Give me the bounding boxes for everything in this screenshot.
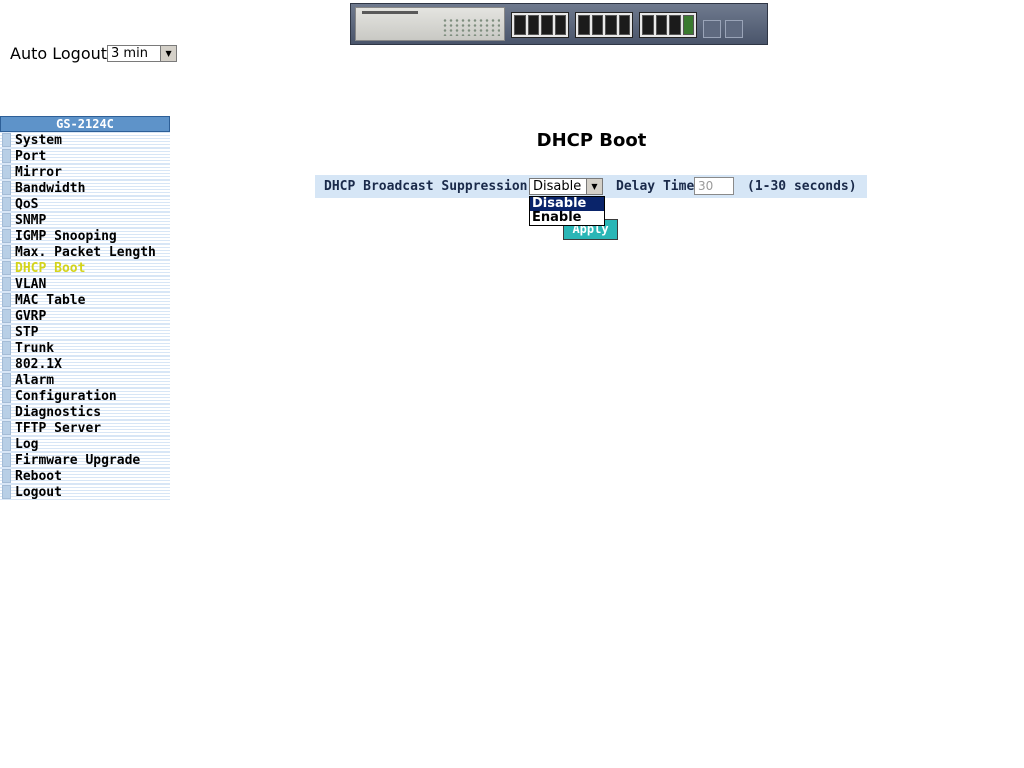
menu-bullet-icon bbox=[2, 469, 11, 483]
sidebar-item[interactable]: Firmware Upgrade bbox=[0, 452, 170, 468]
sidebar-item-label: Alarm bbox=[15, 372, 55, 388]
port-group-1 bbox=[511, 12, 569, 38]
menu-bullet-icon bbox=[2, 293, 11, 307]
sidebar-item-label: SNMP bbox=[15, 212, 47, 228]
menu-bullet-icon bbox=[2, 357, 11, 371]
sidebar-item-label: Log bbox=[15, 436, 39, 452]
switch-model-label-graphic bbox=[362, 11, 418, 14]
menu-bullet-icon bbox=[2, 485, 11, 499]
suppression-dropdown-list: Disable Enable bbox=[529, 196, 605, 226]
sidebar-title: GS-2124C bbox=[0, 116, 170, 132]
sidebar-item[interactable]: Port bbox=[0, 148, 170, 164]
sidebar-item[interactable]: DHCP Boot bbox=[0, 260, 170, 276]
sidebar-item-label: Configuration bbox=[15, 388, 117, 404]
switch-front-panel-image bbox=[350, 3, 768, 45]
sidebar-item-label: IGMP Snooping bbox=[15, 228, 117, 244]
delay-time-hint: (1-30 seconds) bbox=[747, 179, 857, 194]
sidebar-item-label: MAC Table bbox=[15, 292, 86, 308]
sidebar-item-label: STP bbox=[15, 324, 39, 340]
chevron-down-icon: ▼ bbox=[160, 46, 177, 61]
menu-bullet-icon bbox=[2, 229, 11, 243]
sidebar-item[interactable]: Bandwidth bbox=[0, 180, 170, 196]
sidebar-item[interactable]: Configuration bbox=[0, 388, 170, 404]
sidebar-item[interactable]: Mirror bbox=[0, 164, 170, 180]
sfp-port-1 bbox=[703, 20, 721, 38]
sidebar-item-label: Reboot bbox=[15, 468, 62, 484]
page-title: DHCP Boot bbox=[536, 130, 647, 151]
menu-bullet-icon bbox=[2, 197, 11, 211]
dhcp-settings-row: DHCP Broadcast Suppression Disable ▼ Del… bbox=[315, 175, 867, 198]
sidebar-item[interactable]: IGMP Snooping bbox=[0, 228, 170, 244]
sidebar-item[interactable]: Diagnostics bbox=[0, 404, 170, 420]
delay-time-label: Delay Time bbox=[616, 179, 695, 194]
menu-bullet-icon bbox=[2, 421, 11, 435]
sidebar-item-label: Trunk bbox=[15, 340, 55, 356]
sidebar-item-label: Mirror bbox=[15, 164, 62, 180]
port-group-2 bbox=[575, 12, 633, 38]
suppression-select[interactable]: Disable ▼ bbox=[529, 178, 603, 195]
sidebar-item-label: System bbox=[15, 132, 62, 148]
sidebar-item[interactable]: Reboot bbox=[0, 468, 170, 484]
menu-bullet-icon bbox=[2, 261, 11, 275]
sidebar-item-label: QoS bbox=[15, 196, 39, 212]
sidebar-item-label: VLAN bbox=[15, 276, 47, 292]
chevron-down-icon: ▼ bbox=[586, 179, 602, 194]
sidebar-item-label: Logout bbox=[15, 484, 62, 500]
menu-bullet-icon bbox=[2, 373, 11, 387]
suppression-value: Disable bbox=[533, 179, 582, 194]
dropdown-option-disable[interactable]: Disable bbox=[530, 197, 604, 211]
suppression-label: DHCP Broadcast Suppression bbox=[324, 179, 528, 194]
menu-bullet-icon bbox=[2, 325, 11, 339]
auto-logout-label: Auto Logout bbox=[10, 44, 108, 63]
menu-bullet-icon bbox=[2, 309, 11, 323]
menu-bullet-icon bbox=[2, 341, 11, 355]
sfp-port-2 bbox=[725, 20, 743, 38]
sidebar-item-label: Bandwidth bbox=[15, 180, 86, 196]
sidebar-item[interactable]: 802.1X bbox=[0, 356, 170, 372]
sidebar-item-label: 802.1X bbox=[15, 356, 62, 372]
menu-bullet-icon bbox=[2, 165, 11, 179]
sidebar-item[interactable]: System bbox=[0, 132, 170, 148]
auto-logout-value: 3 min bbox=[111, 46, 148, 61]
sidebar-item[interactable]: Log bbox=[0, 436, 170, 452]
menu-bullet-icon bbox=[2, 149, 11, 163]
menu-bullet-icon bbox=[2, 213, 11, 227]
menu-bullet-icon bbox=[2, 245, 11, 259]
sidebar-item[interactable]: SNMP bbox=[0, 212, 170, 228]
menu-bullet-icon bbox=[2, 277, 11, 291]
sidebar-item-label: TFTP Server bbox=[15, 420, 102, 436]
sidebar-item-label: Max. Packet Length bbox=[15, 244, 156, 260]
menu-bullet-icon bbox=[2, 437, 11, 451]
menu-bullet-icon bbox=[2, 181, 11, 195]
sidebar-item[interactable]: Trunk bbox=[0, 340, 170, 356]
sidebar-item[interactable]: Logout bbox=[0, 484, 170, 500]
sidebar-item[interactable]: TFTP Server bbox=[0, 420, 170, 436]
dropdown-option-enable[interactable]: Enable bbox=[532, 210, 582, 225]
sidebar-item[interactable]: Alarm bbox=[0, 372, 170, 388]
sidebar-item[interactable]: VLAN bbox=[0, 276, 170, 292]
sidebar-item-label: Diagnostics bbox=[15, 404, 102, 420]
menu-bullet-icon bbox=[2, 133, 11, 147]
menu-bullet-icon bbox=[2, 405, 11, 419]
sidebar-item-label: Port bbox=[15, 148, 47, 164]
auto-logout-control: Auto Logout 3 min ▼ bbox=[10, 44, 178, 63]
sidebar-item[interactable]: Max. Packet Length bbox=[0, 244, 170, 260]
status-leds bbox=[442, 18, 500, 36]
sidebar-item[interactable]: QoS bbox=[0, 196, 170, 212]
sidebar-item-label: Firmware Upgrade bbox=[15, 452, 141, 468]
port-group-3 bbox=[639, 12, 697, 38]
sidebar-item-label: DHCP Boot bbox=[15, 260, 86, 276]
switch-faceplate bbox=[355, 7, 505, 41]
sidebar-item[interactable]: STP bbox=[0, 324, 170, 340]
menu-bullet-icon bbox=[2, 453, 11, 467]
sidebar-item-label: GVRP bbox=[15, 308, 47, 324]
delay-time-input[interactable]: 30 bbox=[694, 177, 734, 195]
sidebar-item[interactable]: MAC Table bbox=[0, 292, 170, 308]
menu-bullet-icon bbox=[2, 389, 11, 403]
auto-logout-select[interactable]: 3 min ▼ bbox=[107, 45, 178, 62]
sidebar-item[interactable]: GVRP bbox=[0, 308, 170, 324]
